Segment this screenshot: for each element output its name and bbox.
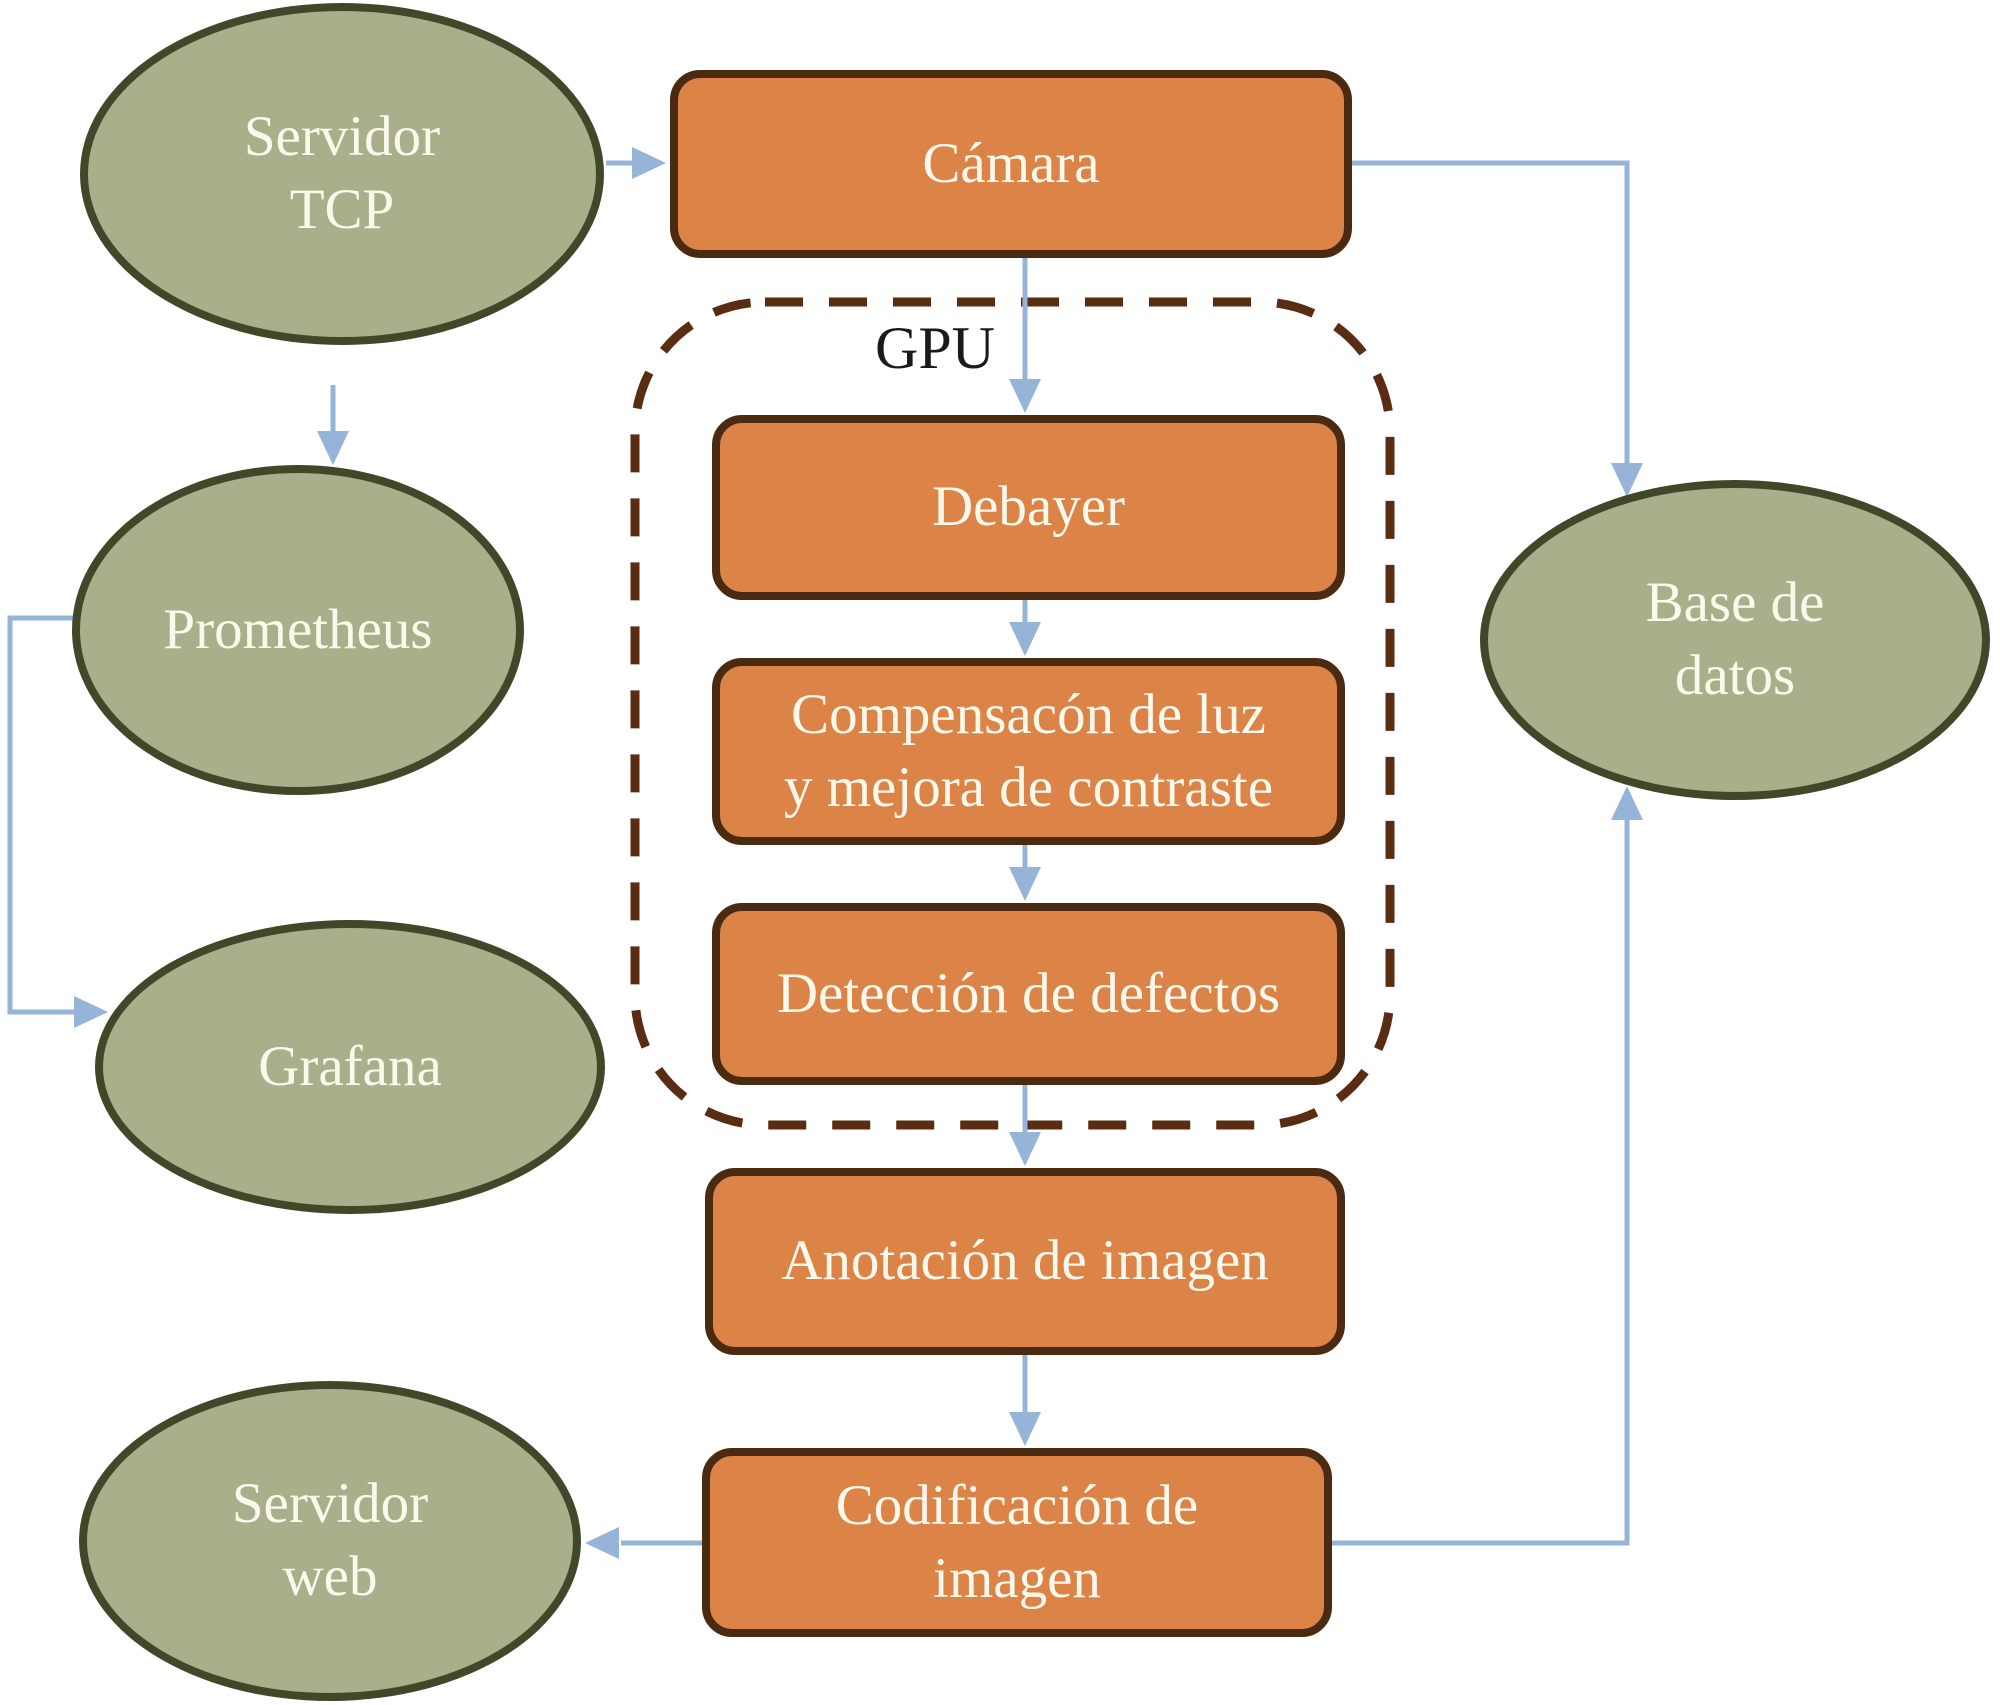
node-prometheus: Prometheus xyxy=(72,465,524,795)
edge-deteccion-to-anotacion xyxy=(1009,1085,1041,1166)
node-label: Prometheus xyxy=(163,597,433,661)
node-label: Compensacón de luz y mejora de contraste xyxy=(783,682,1274,819)
arrowhead-down-icon xyxy=(1009,622,1041,656)
node-codificacion: Codificación de imagen xyxy=(702,1448,1332,1637)
node-label: Debayer xyxy=(931,475,1126,539)
node-grafana: Grafana xyxy=(95,920,605,1214)
edge-servidor-tcp-to-camara xyxy=(606,147,666,179)
arrowhead-down-icon xyxy=(1611,463,1643,497)
node-label: Grafana xyxy=(258,1034,442,1098)
node-anotacion: Anotación de imagen xyxy=(705,1168,1345,1355)
gpu-container-label: GPU xyxy=(835,308,1035,388)
edge-camara-to-debayer xyxy=(1009,258,1041,413)
node-servidor-tcp: Servidor TCP xyxy=(80,3,604,345)
gpu-dashed-border xyxy=(630,297,1395,1130)
arrowhead-down-icon xyxy=(317,431,349,465)
node-camara: Cámara xyxy=(670,70,1352,258)
edge-camara-to-base-datos xyxy=(1352,160,1643,497)
node-label: Servidor web xyxy=(231,1472,429,1608)
node-base-de-datos: Base de datos xyxy=(1480,480,1990,800)
arrowhead-down-icon xyxy=(1009,1412,1041,1446)
node-compensacion: Compensacón de luz y mejora de contraste xyxy=(712,658,1345,845)
node-label: Codificación de imagen xyxy=(835,1473,1199,1610)
arrowhead-down-icon xyxy=(1009,867,1041,901)
arrowhead-right-icon xyxy=(74,996,108,1028)
edge-debayer-to-compensacion xyxy=(1009,600,1041,656)
arrowhead-right-icon xyxy=(632,147,666,179)
arrowhead-down-icon xyxy=(1009,1132,1041,1166)
node-deteccion: Detección de defectos xyxy=(712,903,1345,1085)
node-label: Base de datos xyxy=(1645,571,1825,707)
node-label: Cámara xyxy=(922,131,1100,195)
node-label: Anotación de imagen xyxy=(781,1229,1269,1293)
arrowhead-down-icon xyxy=(1009,379,1041,413)
edge-prometheus-to-grafana xyxy=(7,615,108,1028)
edge-codificacion-to-base-datos xyxy=(1332,786,1643,1546)
node-label: Servidor TCP xyxy=(243,105,441,241)
edge-compensacion-to-deteccion xyxy=(1009,845,1041,901)
edge-codificacion-to-servidor-web xyxy=(585,1527,702,1559)
arrowhead-left-icon xyxy=(585,1527,619,1559)
node-debayer: Debayer xyxy=(712,415,1345,600)
edge-anotacion-to-codificacion xyxy=(1009,1355,1041,1446)
edge-servidor-tcp-to-prometheus xyxy=(317,385,349,465)
node-label: Detección de defectos xyxy=(776,961,1281,1025)
arrowhead-up-icon xyxy=(1611,786,1643,820)
node-label: GPU xyxy=(874,314,996,381)
node-servidor-web: Servidor web xyxy=(79,1381,581,1701)
